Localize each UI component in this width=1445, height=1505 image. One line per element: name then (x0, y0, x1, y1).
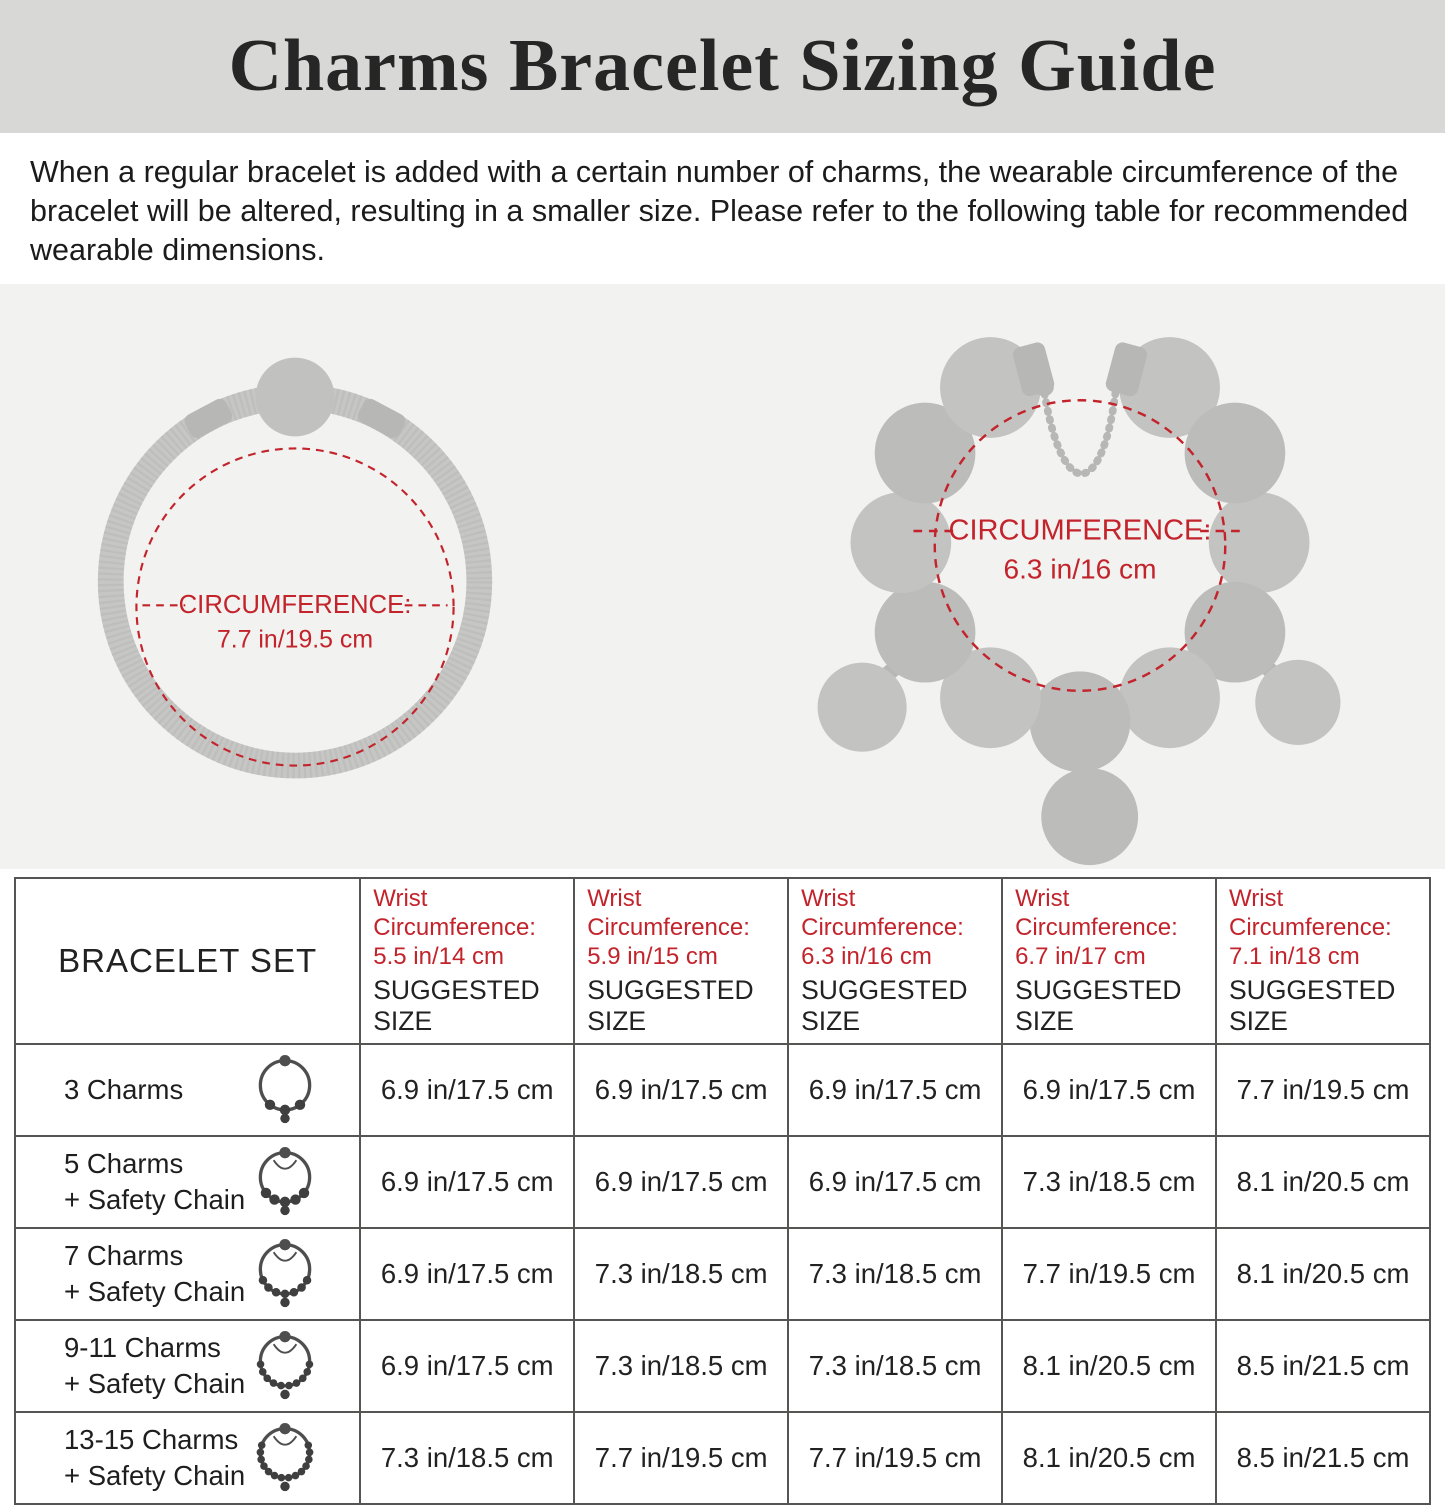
suggested-size-cell: 6.9 in/17.5 cm (573, 1135, 790, 1230)
table-row: 3 Charms 6.9 in/17.5 cm 6.9 in/17.5 cm 6… (13, 1043, 1431, 1138)
bracelet-set-cell: 9-11 Charms + Safety Chain (13, 1319, 362, 1414)
suggested-size-cell: 6.9 in/17.5 cm (359, 1227, 576, 1322)
suggested-size-cell: 6.9 in/17.5 cm (359, 1043, 576, 1138)
suggested-size-cell: 8.5 in/21.5 cm (1215, 1411, 1431, 1505)
page-title: Charms Bracelet Sizing Guide (228, 25, 1217, 107)
suggested-size-cell: 7.3 in/18.5 cm (359, 1411, 576, 1505)
plain-bracelet-icon: CIRCUMFERENCE: 7.7 in/19.5 cm (97, 357, 493, 779)
circumference-value: 7.7 in/19.5 cm (217, 626, 373, 653)
bracelet-13-15-charms-safety-chain-icon (249, 1419, 321, 1497)
suggested-size-cell: 7.7 in/19.5 cm (787, 1411, 1004, 1505)
suggested-size-label: SUGGESTED SIZE (801, 975, 968, 1037)
suggested-size-label: SUGGESTED SIZE (1229, 975, 1396, 1037)
suggested-size-cell: 7.3 in/18.5 cm (573, 1319, 790, 1414)
bracelet-set-cell: 3 Charms (13, 1043, 362, 1138)
suggested-size-cell: 8.1 in/20.5 cm (1001, 1411, 1217, 1505)
suggested-size-cell: 7.3 in/18.5 cm (1001, 1135, 1217, 1230)
suggested-size-cell: 7.3 in/18.5 cm (573, 1227, 790, 1322)
bracelet-set-label: 9-11 Charms + Safety Chain (64, 1332, 246, 1400)
column-header: Wrist Circumference: 6.7 in/17 cm SUGGES… (1001, 877, 1217, 1046)
dangle-charm-icon (1255, 659, 1341, 746)
table-row: 5 Charms + Safety Chain 6.9 in/17.5 cm 6… (13, 1135, 1431, 1230)
bracelet-3-charms-icon (249, 1051, 321, 1129)
bracelet-set-cell: 13-15 Charms + Safety Chain (13, 1411, 362, 1505)
column-header: Wrist Circumference: 7.1 in/18 cm SUGGES… (1215, 877, 1431, 1046)
table-row: 9-11 Charms + Safety Chain 6.9 in/17.5 c… (13, 1319, 1431, 1414)
suggested-size-cell: 7.3 in/18.5 cm (787, 1227, 1004, 1322)
suggested-size-cell: 7.3 in/18.5 cm (787, 1319, 1004, 1414)
suggested-size-cell: 6.9 in/17.5 cm (359, 1319, 576, 1414)
suggested-size-cell: 6.9 in/17.5 cm (787, 1135, 1004, 1230)
bracelet-set-label: 13-15 Charms + Safety Chain (64, 1424, 246, 1492)
circumference-dashed-circle (135, 446, 455, 767)
suggested-size-cell: 6.9 in/17.5 cm (359, 1135, 576, 1230)
suggested-size-label: SUGGESTED SIZE (1015, 975, 1182, 1037)
suggested-size-cell: 8.1 in/20.5 cm (1215, 1135, 1431, 1230)
dangle-charm-icon (817, 662, 907, 752)
bracelet-set-label: 5 Charms + Safety Chain (64, 1148, 246, 1216)
wrist-circumference-value: 5.9 in/15 cm (587, 942, 718, 970)
column-header: Wrist Circumference: 5.9 in/15 cm SUGGES… (573, 877, 790, 1046)
wrist-circumference-label: Wrist Circumference: (587, 885, 750, 941)
suggested-size-cell: 7.7 in/19.5 cm (1215, 1043, 1431, 1138)
header-band: Charms Bracelet Sizing Guide (0, 0, 1445, 133)
suggested-size-label: SUGGESTED SIZE (587, 975, 754, 1037)
sizing-table: BRACELET SET Wrist Circumference: 5.5 in… (13, 877, 1431, 1505)
bracelet-set-cell: 7 Charms + Safety Chain (13, 1227, 362, 1322)
table-header-row: BRACELET SET Wrist Circumference: 5.5 in… (13, 877, 1431, 1046)
wrist-circumference-label: Wrist Circumference: (1015, 885, 1178, 941)
bracelet-9-11-charms-safety-chain-icon (249, 1327, 321, 1405)
suggested-size-cell: 8.1 in/20.5 cm (1215, 1227, 1431, 1322)
suggested-size-cell: 8.5 in/21.5 cm (1215, 1319, 1431, 1414)
suggested-size-label: SUGGESTED SIZE (373, 975, 540, 1037)
bracelet-set-header: BRACELET SET (13, 877, 362, 1046)
column-header: Wrist Circumference: 5.5 in/14 cm SUGGES… (359, 877, 576, 1046)
wrist-circumference-value: 6.7 in/17 cm (1015, 942, 1146, 970)
wrist-circumference-value: 5.5 in/14 cm (373, 942, 504, 970)
wrist-circumference-label: Wrist Circumference: (1229, 885, 1392, 941)
circumference-value: 6.3 in/16 cm (1004, 554, 1157, 585)
suggested-size-cell: 6.9 in/17.5 cm (787, 1043, 1004, 1138)
suggested-size-cell: 7.7 in/19.5 cm (573, 1411, 790, 1505)
bracelet-set-label: 7 Charms + Safety Chain (64, 1240, 246, 1308)
wrist-circumference-label: Wrist Circumference: (373, 885, 536, 941)
wrist-circumference-label: Wrist Circumference: (801, 885, 964, 941)
dangle-charm-icon (1041, 768, 1139, 866)
intro-paragraph: When a regular bracelet is added with a … (30, 155, 1409, 268)
column-header: Wrist Circumference: 6.3 in/16 cm SUGGES… (787, 877, 1004, 1046)
circumference-label: CIRCUMFERENCE: (179, 591, 412, 619)
bracelet-7-charms-safety-chain-icon (249, 1235, 321, 1313)
bracelet-set-label: 3 Charms (64, 1074, 184, 1106)
suggested-size-cell: 6.9 in/17.5 cm (573, 1043, 790, 1138)
table-row: 7 Charms + Safety Chain 6.9 in/17.5 cm 7… (13, 1227, 1431, 1322)
bracelet-5-charms-safety-chain-icon (249, 1143, 321, 1221)
diagrams-section: CIRCUMFERENCE: 7.7 in/19.5 cm (0, 284, 1445, 870)
safety-chain-icon (1039, 377, 1121, 478)
charm-bracelet-icon: CIRCUMFERENCE: 6.3 in/16 cm (817, 337, 1341, 866)
wrist-circumference-value: 6.3 in/16 cm (801, 942, 932, 970)
clasp-icon (255, 357, 335, 437)
table-row: 13-15 Charms + Safety Chain 7.3 in/18.5 … (13, 1411, 1431, 1505)
suggested-size-cell: 8.1 in/20.5 cm (1001, 1319, 1217, 1414)
circumference-label: CIRCUMFERENCE: (948, 515, 1211, 547)
wrist-circumference-value: 7.1 in/18 cm (1229, 942, 1360, 970)
suggested-size-cell: 7.7 in/19.5 cm (1001, 1227, 1217, 1322)
bracelet-set-cell: 5 Charms + Safety Chain (13, 1135, 362, 1230)
suggested-size-cell: 6.9 in/17.5 cm (1001, 1043, 1217, 1138)
